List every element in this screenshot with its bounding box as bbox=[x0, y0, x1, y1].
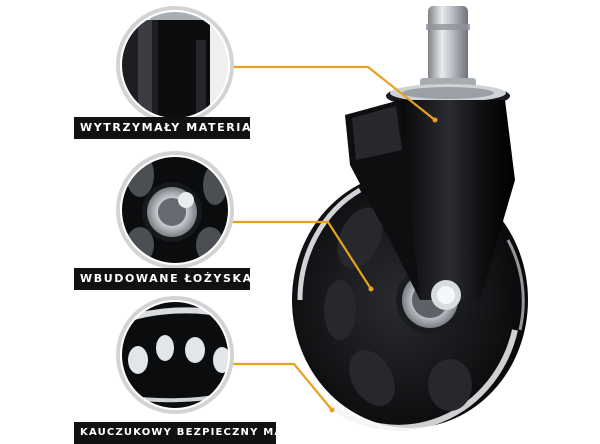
connector-1 bbox=[229, 65, 436, 121]
caster-fork-detail-icon bbox=[121, 11, 229, 119]
detail-circle-1 bbox=[116, 6, 234, 124]
wheel-bearing-detail-icon bbox=[121, 156, 229, 264]
caster-fork bbox=[396, 100, 515, 300]
connector-3 bbox=[229, 362, 333, 411]
callout-label-built-in-bearings: WBUDOWANE ŁOŻYSKA bbox=[74, 268, 251, 290]
callout-label-durable-material: WYTRZYMAŁY MATERIAŁ bbox=[74, 117, 259, 139]
connector-2 bbox=[229, 220, 372, 290]
caster-stem bbox=[428, 6, 468, 84]
callout-connectors bbox=[229, 65, 436, 411]
callout-label-rubber-safe-material: KAUCZUKOWY BEZPIECZNY MATERIAŁ bbox=[74, 422, 328, 444]
detail-circle-3 bbox=[116, 296, 234, 414]
rubber-tread-detail-icon bbox=[121, 301, 229, 409]
caster-wheel-icon bbox=[292, 6, 528, 431]
detail-circle-2 bbox=[116, 151, 234, 269]
